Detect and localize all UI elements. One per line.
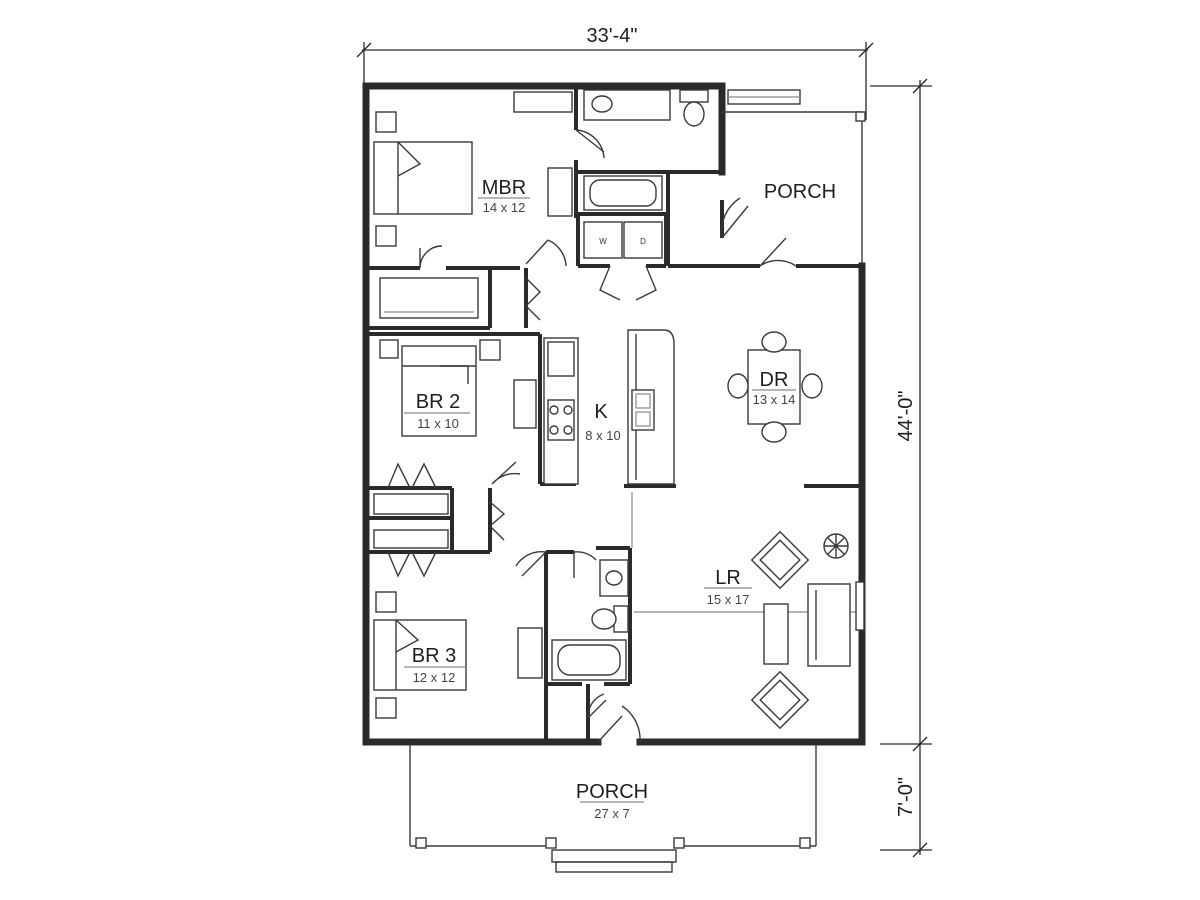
- dr-size: 13 x 14: [753, 392, 796, 407]
- width-label: 33'-4": [587, 25, 638, 47]
- interior-walls: [366, 86, 862, 742]
- hall-bath-fixtures: [551, 559, 629, 681]
- room-labels: MBR 14 x 12 BR 2 11 x 10 BR 3 12 x 12 DR…: [404, 177, 796, 685]
- living-room: [634, 530, 865, 730]
- br2-size: 11 x 10: [417, 416, 459, 431]
- br3-furniture: [373, 591, 543, 719]
- depth-label: 44'-0": [895, 391, 917, 442]
- dimension-depth: 44'-0" 7'-0": [870, 78, 932, 858]
- br2-label: BR 2: [416, 391, 460, 413]
- br2-furniture: [373, 339, 537, 549]
- exterior-walls: [362, 82, 866, 746]
- front-porch: PORCH 27 x 7: [409, 742, 817, 873]
- kitchen-size: 8 x 10: [585, 428, 620, 443]
- mbr-furniture: [373, 91, 573, 319]
- lr-size: 15 x 17: [707, 592, 750, 607]
- dryer-label: D: [640, 237, 646, 246]
- dining: [727, 331, 823, 443]
- laundry: W D: [583, 221, 663, 259]
- mbr-label: MBR: [482, 177, 526, 199]
- side-porch-label: PORCH: [764, 181, 836, 203]
- dimension-width: 33'-4": [356, 25, 874, 120]
- br3-label: BR 3: [412, 645, 456, 667]
- mbr-size: 14 x 12: [483, 200, 526, 215]
- front-porch-label: PORCH: [576, 781, 648, 803]
- kitchen-label: K: [594, 401, 608, 423]
- kitchen: K 8 x 10: [543, 329, 675, 485]
- dr-label: DR: [760, 369, 789, 391]
- br3-size: 12 x 12: [413, 670, 456, 685]
- washer-label: W: [599, 237, 607, 246]
- doors: [387, 129, 797, 743]
- porch-depth-label: 7'-0": [895, 777, 917, 817]
- master-bath-fixtures: [583, 89, 709, 211]
- lr-label: LR: [715, 567, 741, 589]
- front-porch-size: 27 x 7: [594, 806, 629, 821]
- plant-icon: [823, 533, 849, 559]
- side-porch: PORCH: [722, 89, 866, 266]
